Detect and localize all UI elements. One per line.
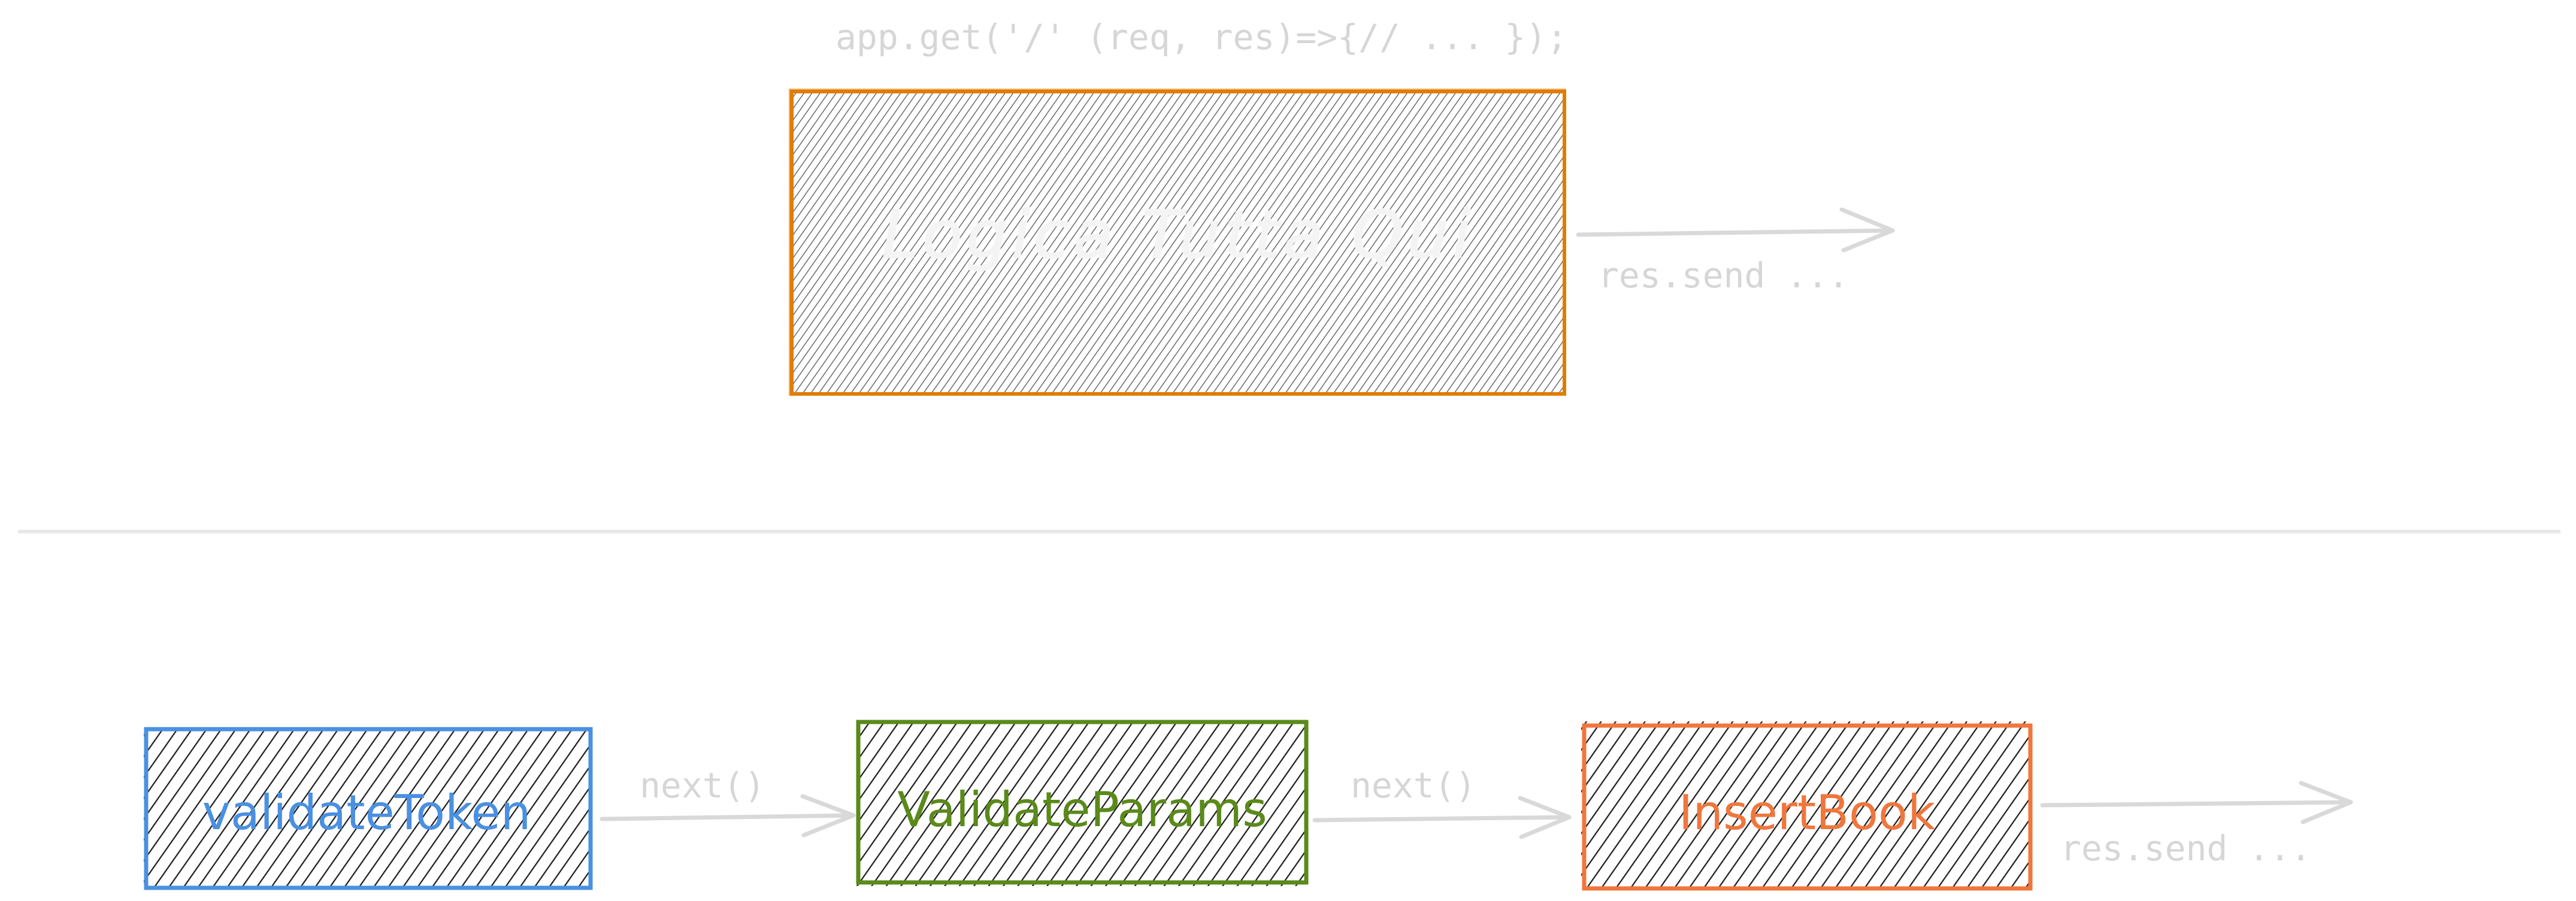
middleware-box-validate-params: ValidateParams xyxy=(856,720,1309,886)
next-label-2: next() xyxy=(1351,765,1476,806)
code-line: app.get('/' (req, res)=>{// ... }); xyxy=(836,17,1567,57)
next-arrow-2 xyxy=(1312,796,1572,839)
middleware-box-validate-token: validateToken xyxy=(144,727,593,890)
top-response-label: res.send ... xyxy=(1598,255,1849,296)
middleware-label-validate-token: validateToken xyxy=(202,785,531,841)
middleware-box-insert-book: InsertBook xyxy=(1581,721,2033,891)
top-response-arrow xyxy=(1576,207,1895,253)
bottom-response-label: res.send ... xyxy=(2060,828,2311,869)
top-box-label: Logica Tutta Qui xyxy=(882,196,1474,273)
top-logic-box: Logica Tutta Qui xyxy=(789,89,1566,396)
middleware-label-insert-book: InsertBook xyxy=(1679,785,1936,841)
middleware-label-validate-params: ValidateParams xyxy=(897,782,1267,838)
next-arrow-1 xyxy=(600,794,856,838)
bottom-response-arrow xyxy=(2040,781,2353,824)
next-label-1: next() xyxy=(640,765,765,806)
